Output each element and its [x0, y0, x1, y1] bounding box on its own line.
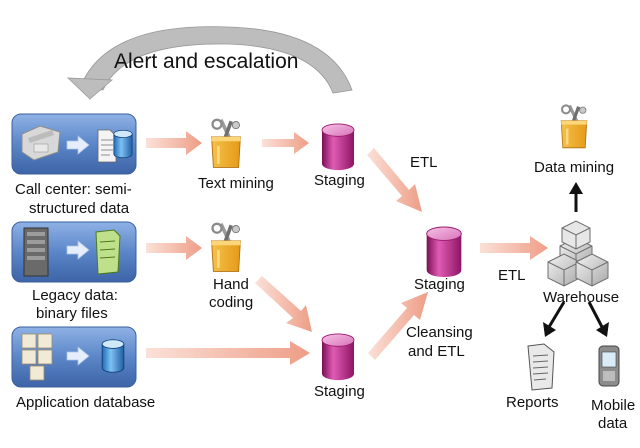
arrow-handcoding-to-staging	[255, 276, 312, 332]
staging-top: Staging	[314, 123, 365, 189]
arrowhead-datamining	[569, 182, 583, 194]
process-label: Text mining	[198, 175, 274, 192]
arrow-staging-to-central-etl	[367, 148, 422, 212]
process-label: Data mining	[534, 159, 614, 176]
database-icon	[101, 339, 125, 373]
staging-bottom: Staging	[314, 333, 365, 400]
toolbox-icon	[210, 118, 242, 169]
document-icon	[97, 129, 117, 163]
edge-label-etl: ETL	[410, 154, 438, 171]
arrow-textmining-to-staging	[262, 132, 309, 154]
process-label: coding	[209, 294, 253, 311]
arrowhead-mobile	[596, 322, 609, 337]
arrow-appdb-to-staging	[146, 341, 310, 365]
output-label: Mobile	[591, 397, 635, 414]
output-mobile-data: Mobile data	[591, 345, 635, 432]
arrow-warehouse-to-mobile	[587, 301, 604, 328]
source-label: Call center: semi-	[15, 181, 132, 198]
source-label: structured data	[29, 200, 130, 217]
source-call-center: Call center: semi- structured data	[11, 113, 137, 217]
staging-central: Staging	[414, 226, 465, 293]
source-legacy-data: Legacy data: binary files	[11, 221, 137, 322]
source-label: Legacy data:	[32, 287, 118, 304]
staging-label: Staging	[314, 383, 365, 400]
staging-label: Staging	[414, 276, 465, 293]
toolbox-icon	[210, 222, 242, 273]
output-label: data	[598, 415, 628, 432]
process-data-mining: Data mining	[534, 104, 614, 176]
source-application-database: Application database	[11, 326, 155, 411]
staging-cylinder-icon	[321, 123, 355, 171]
source-label: binary files	[36, 305, 108, 322]
mobile-phone-icon	[598, 345, 620, 387]
report-icon	[527, 343, 555, 391]
warehouse-label: Warehouse	[543, 289, 619, 306]
warehouse-cubes-icon	[547, 220, 609, 287]
arrow-central-to-warehouse	[480, 236, 548, 260]
staging-cylinder-icon	[321, 333, 355, 381]
feedback-arrowhead	[66, 77, 114, 100]
staging-label: Staging	[314, 172, 365, 189]
process-hand-coding: Hand coding	[209, 222, 253, 311]
phone-icon	[21, 125, 61, 161]
binary-file-icon	[95, 229, 121, 275]
alert-escalation-feedback: Alert and escalation	[66, 26, 353, 100]
warehouse-output-arrows	[543, 182, 609, 337]
flow-arrows	[146, 131, 548, 365]
arrow-callcenter-to-textmining	[146, 131, 202, 155]
edge-label-etl: ETL	[498, 267, 526, 284]
arrow-legacy-to-handcoding	[146, 236, 202, 260]
edge-label-cleansing: Cleansing	[406, 324, 473, 341]
source-label: Application database	[16, 394, 155, 411]
process-label: Hand	[213, 276, 249, 293]
arrowhead-reports	[543, 322, 556, 337]
server-icon	[23, 227, 49, 277]
database-icon	[113, 129, 133, 159]
process-text-mining: Text mining	[198, 118, 274, 192]
building-blocks-icon	[21, 333, 53, 381]
arrow-warehouse-to-reports	[547, 301, 566, 328]
feedback-arc	[79, 26, 353, 94]
edge-label-cleansing: and ETL	[408, 343, 465, 360]
arrow-staging-to-central-cleansing	[368, 292, 428, 360]
toolbox-icon	[560, 104, 588, 149]
output-label: Reports	[506, 394, 559, 411]
output-reports: Reports	[506, 343, 559, 411]
feedback-label: Alert and escalation	[114, 50, 298, 73]
warehouse: Warehouse	[543, 220, 619, 306]
staging-cylinder-icon	[426, 226, 462, 278]
